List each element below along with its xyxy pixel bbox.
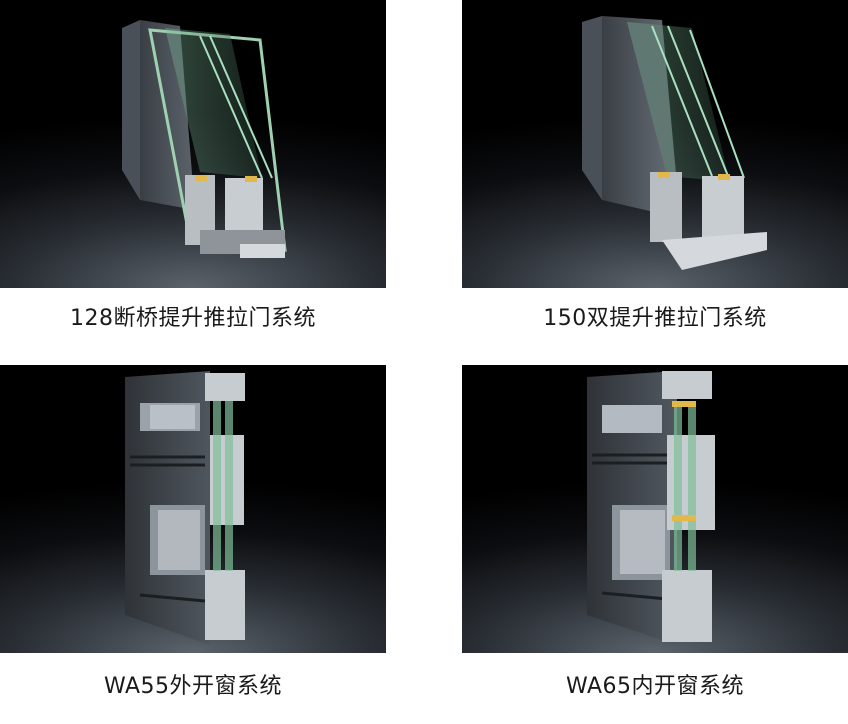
- product-caption: WA55外开窗系统: [103, 674, 283, 699]
- product-image-150: [462, 0, 848, 288]
- sliding-door-profile-illustration: [122, 20, 287, 258]
- casement-window-profile-illustration: [587, 371, 715, 645]
- product-image-wa65: [462, 365, 848, 653]
- product-image-128: [0, 0, 386, 288]
- product-caption: WA65内开窗系统: [565, 674, 745, 699]
- sliding-door-profile-illustration: [582, 16, 767, 270]
- product-caption: 150双提升推拉门系统: [543, 306, 767, 331]
- product-caption: 128断桥提升推拉门系统: [70, 306, 316, 331]
- product-image-wa55: [0, 365, 386, 653]
- casement-window-profile-illustration: [125, 371, 245, 645]
